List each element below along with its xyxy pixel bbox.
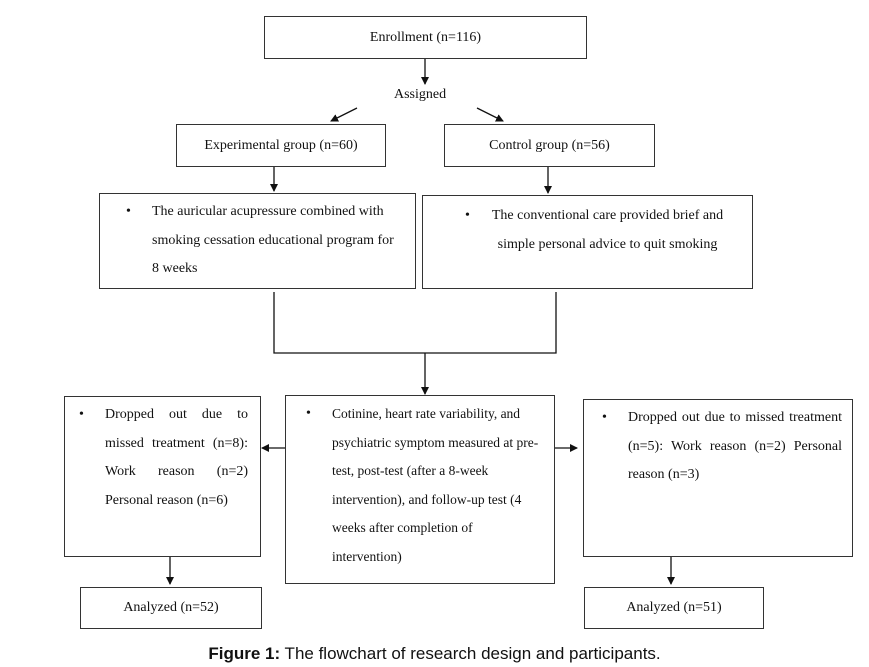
control-dropout-item: • Dropped out due to missed treatment (n… — [602, 404, 842, 490]
experimental-dropout-text: Dropped out due to missed treatment (n=8… — [105, 407, 248, 508]
experimental-intervention-item: • The auricular acupressure combined wit… — [126, 198, 395, 284]
arrow-assigned-to-control — [476, 107, 504, 122]
experimental-group-box: Experimental group (n=60) — [176, 124, 386, 167]
experimental-analyzed-label: Analyzed (n=52) — [123, 600, 219, 615]
enrollment-label: Enrollment (n=116) — [369, 29, 482, 45]
merge-connector — [273, 292, 557, 354]
experimental-group-label: Experimental group (n=60) — [204, 137, 358, 153]
measurement-text: Cotinine, heart rate variability, and ps… — [332, 406, 539, 564]
control-group-box: Control group (n=56) — [444, 124, 655, 167]
control-dropout-text: Dropped out due to missed treatment (n=5… — [628, 410, 842, 482]
bullet-icon: • — [602, 410, 607, 425]
assigned-label: Assigned — [394, 87, 447, 102]
experimental-dropout-box: • Dropped out due to missed treatment (n… — [64, 396, 261, 557]
control-dropout-box: • Dropped out due to missed treatment (n… — [583, 399, 853, 557]
figure-caption-label: Figure 1: — [208, 644, 281, 663]
bullet-icon: • — [79, 407, 84, 422]
control-intervention-item: • The conventional care provided brief a… — [465, 202, 740, 259]
control-analyzed-label: Analyzed (n=51) — [626, 600, 722, 615]
experimental-analyzed-box: Analyzed (n=52) — [80, 587, 262, 629]
figure-caption-text: The flowchart of research design and par… — [280, 644, 661, 663]
experimental-intervention-text: The auricular acupressure combined with … — [152, 204, 394, 276]
experimental-intervention-box: • The auricular acupressure combined wit… — [99, 193, 416, 289]
bullet-icon: • — [306, 406, 311, 421]
enrollment-box: Enrollment (n=116) — [264, 16, 587, 59]
control-intervention-text: The conventional care provided brief and… — [491, 208, 724, 252]
control-intervention-box: • The conventional care provided brief a… — [422, 195, 753, 289]
measurement-box: • Cotinine, heart rate variability, and … — [285, 395, 555, 584]
control-group-label: Control group (n=56) — [489, 137, 610, 153]
bullet-icon: • — [465, 208, 470, 223]
figure-caption: Figure 1: The flowchart of research desi… — [0, 644, 869, 664]
experimental-dropout-item: • Dropped out due to missed treatment (n… — [79, 401, 248, 515]
arrow-assigned-to-experimental — [330, 107, 358, 122]
measurement-item: • Cotinine, heart rate variability, and … — [306, 400, 544, 571]
bullet-icon: • — [126, 204, 131, 219]
control-analyzed-box: Analyzed (n=51) — [584, 587, 764, 629]
